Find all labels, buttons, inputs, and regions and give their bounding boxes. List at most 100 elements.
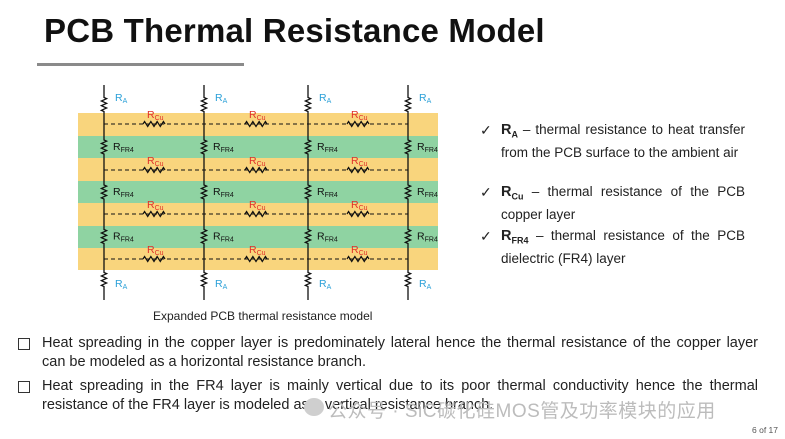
fr4-layer-band bbox=[78, 136, 438, 158]
rfr4-resistor bbox=[99, 170, 109, 214]
page-title: PCB Thermal Resistance Model bbox=[44, 12, 545, 49]
resistor-path bbox=[403, 85, 413, 124]
legend-symbol: R bbox=[501, 184, 512, 200]
ra-label-bottom: RA bbox=[115, 278, 128, 291]
rcu-label: RCu bbox=[351, 199, 368, 212]
resistor-path bbox=[99, 214, 109, 259]
rcu-resistor bbox=[142, 166, 166, 174]
rcu-label: RCu bbox=[249, 244, 266, 257]
title-underline bbox=[37, 63, 244, 66]
legend-subscript: FR4 bbox=[511, 235, 529, 246]
ra-resistor-bottom bbox=[99, 259, 109, 300]
ra-resistor-top bbox=[99, 85, 109, 124]
rcu-label: RCu bbox=[351, 155, 368, 168]
ra-resistor-top bbox=[199, 85, 209, 124]
rfr4-label: RFR4 bbox=[317, 231, 338, 244]
ra-resistor-top bbox=[303, 85, 313, 124]
rfr4-resistor bbox=[403, 170, 413, 214]
rfr4-label: RFR4 bbox=[317, 141, 338, 154]
rfr4-resistor bbox=[99, 214, 109, 259]
legend-text: RFR4 – thermal resistance of the PCB die… bbox=[480, 227, 745, 268]
resistor-path bbox=[303, 170, 313, 214]
resistor-path bbox=[199, 170, 209, 214]
rfr4-label: RFR4 bbox=[213, 141, 234, 154]
rcu-label: RCu bbox=[249, 109, 266, 122]
rfr4-label: RFR4 bbox=[417, 186, 438, 199]
rcu-resistor bbox=[142, 255, 166, 263]
rfr4-label: RFR4 bbox=[213, 186, 234, 199]
resistor-path bbox=[99, 259, 109, 300]
rcu-label: RCu bbox=[351, 244, 368, 257]
rcu-label: RCu bbox=[147, 109, 164, 122]
resistor-path bbox=[303, 214, 313, 259]
rfr4-resistor bbox=[199, 170, 209, 214]
bullet-fr4: Heat spreading in the FR4 layer is mainl… bbox=[18, 377, 758, 415]
rcu-resistor bbox=[244, 210, 268, 218]
page-number: 6 of 17 bbox=[752, 425, 778, 435]
rfr4-resistor bbox=[303, 214, 313, 259]
resistor-path bbox=[199, 214, 209, 259]
rcu-resistor bbox=[244, 120, 268, 128]
bullet-copper: Heat spreading in the copper layer is pr… bbox=[18, 334, 758, 372]
wechat-icon bbox=[304, 398, 324, 416]
watermark: 公众号 · SiC碳化硅MOS管及功率模块的应用 bbox=[304, 396, 716, 423]
legend-item-ra: ✓ RA – thermal resistance to heat transf… bbox=[480, 121, 745, 162]
check-icon: ✓ bbox=[480, 122, 492, 138]
ra-label-bottom: RA bbox=[215, 278, 228, 291]
resistor-path bbox=[99, 170, 109, 214]
legend-item-rfr4: ✓ RFR4 – thermal resistance of the PCB d… bbox=[480, 227, 745, 268]
checkbox-bullet-icon bbox=[18, 338, 30, 350]
check-icon: ✓ bbox=[480, 184, 492, 200]
resistor-path bbox=[199, 259, 209, 300]
ra-resistor-bottom bbox=[303, 259, 313, 300]
watermark-text: 公众号 · SiC碳化硅MOS管及功率模块的应用 bbox=[328, 401, 716, 422]
rcu-resistor bbox=[244, 255, 268, 263]
ra-label-top: RA bbox=[115, 92, 128, 105]
resistor-path bbox=[303, 259, 313, 300]
resistor-path bbox=[403, 214, 413, 259]
legend-description: – thermal resistance of the PCB dielectr… bbox=[501, 228, 745, 266]
resistor-path bbox=[303, 124, 313, 170]
diagram-caption: Expanded PCB thermal resistance model bbox=[153, 309, 373, 323]
ra-label-bottom: RA bbox=[319, 278, 332, 291]
rfr4-resistor bbox=[99, 124, 109, 170]
resistor-path bbox=[199, 124, 209, 170]
legend-description: – thermal resistance of the PCB copper l… bbox=[501, 184, 745, 222]
legend-subscript: A bbox=[511, 129, 518, 140]
resistor-path bbox=[99, 85, 109, 124]
ra-resistor-bottom bbox=[403, 259, 413, 300]
rcu-label: RCu bbox=[147, 244, 164, 257]
bullet-text: Heat spreading in the FR4 layer is mainl… bbox=[42, 378, 758, 413]
rfr4-resistor bbox=[403, 214, 413, 259]
fr4-layer-band bbox=[78, 226, 438, 248]
checkbox-bullet-icon bbox=[18, 381, 30, 393]
rcu-label: RCu bbox=[249, 155, 266, 168]
rcu-label: RCu bbox=[249, 199, 266, 212]
bullet-text: Heat spreading in the copper layer is pr… bbox=[42, 335, 758, 370]
resistor-path bbox=[403, 259, 413, 300]
rcu-resistor bbox=[346, 120, 370, 128]
resistor-path bbox=[199, 85, 209, 124]
rcu-label: RCu bbox=[147, 199, 164, 212]
rcu-resistor bbox=[142, 210, 166, 218]
rfr4-label: RFR4 bbox=[317, 186, 338, 199]
rfr4-resistor bbox=[199, 214, 209, 259]
legend-symbol: R bbox=[501, 122, 512, 138]
check-icon: ✓ bbox=[480, 228, 492, 244]
rcu-resistor bbox=[142, 120, 166, 128]
rfr4-resistor bbox=[303, 124, 313, 170]
rfr4-resistor bbox=[199, 124, 209, 170]
rfr4-label: RFR4 bbox=[113, 141, 134, 154]
resistor-path bbox=[403, 170, 413, 214]
rcu-label: RCu bbox=[351, 109, 368, 122]
legend-subscript: Cu bbox=[511, 191, 524, 202]
rfr4-resistor bbox=[303, 170, 313, 214]
rfr4-label: RFR4 bbox=[417, 141, 438, 154]
rfr4-label: RFR4 bbox=[417, 231, 438, 244]
resistor-path bbox=[403, 124, 413, 170]
fr4-layer-band bbox=[78, 181, 438, 203]
resistor-path bbox=[303, 85, 313, 124]
legend-description: – thermal resistance to heat transfer fr… bbox=[501, 122, 745, 160]
rcu-resistor bbox=[346, 255, 370, 263]
